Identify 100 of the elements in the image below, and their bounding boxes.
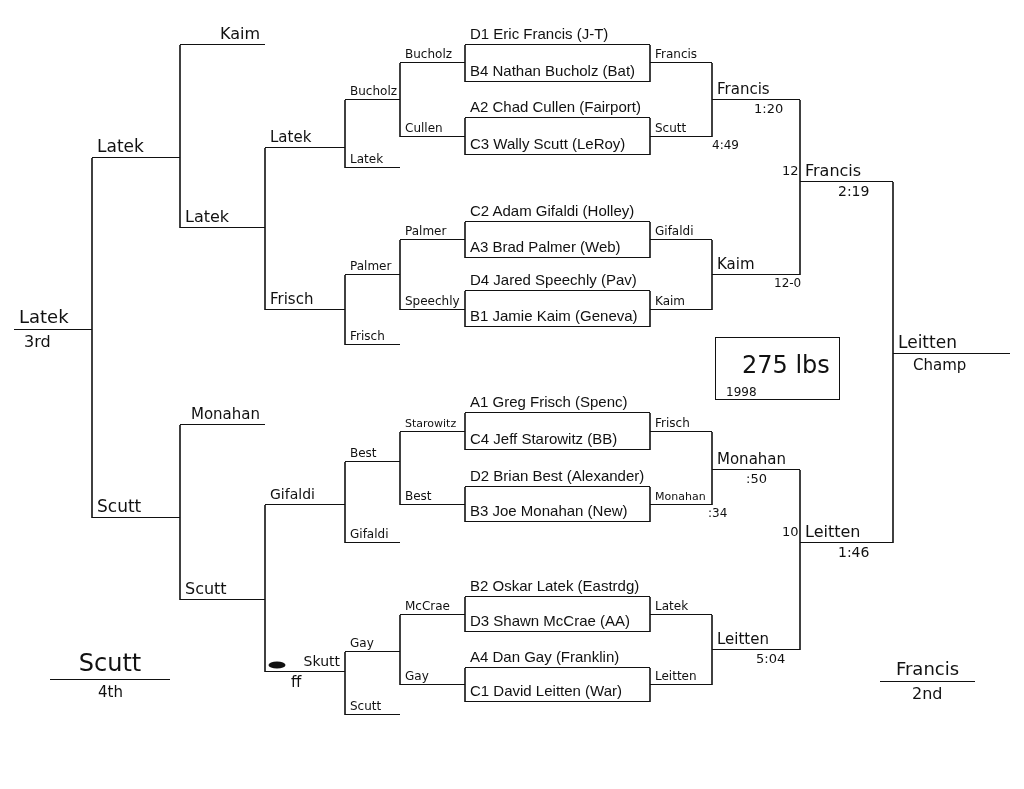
bracket-connector [711, 274, 713, 311]
match-result: 12-0 [774, 277, 802, 291]
winner-name: Kaim [218, 23, 261, 44]
winner-name: Scutt [349, 698, 383, 714]
bracket-connector [649, 684, 651, 703]
bracket-connector [399, 461, 401, 506]
winner-name: Palmer [349, 258, 393, 274]
wrestler-entry: D3 Shawn McCrae (AA) [469, 612, 632, 631]
bracket-line [400, 45, 465, 63]
bracket-line [345, 150, 400, 168]
winner-name: Francis [716, 80, 771, 99]
winner-name: Monahan [716, 450, 788, 469]
winner-name: Kaim [654, 293, 687, 309]
bracket-connector [179, 424, 181, 519]
bracket-connector [892, 353, 894, 544]
winner-name: Bucholz [349, 83, 398, 99]
match-result: 5:04 [756, 652, 786, 667]
winner-name: Kaim [716, 255, 756, 274]
match-result: 2nd [912, 685, 943, 703]
bracket-connector [649, 62, 651, 83]
match-result: :50 [746, 472, 767, 487]
bracket-line [400, 292, 465, 310]
bracket-line [650, 414, 712, 432]
winner-name: Leitten [897, 331, 958, 353]
wrestler-entry: B2 Oskar Latek (Eastrdg) [469, 577, 641, 596]
bracket-connector [464, 596, 466, 616]
winner-name: Palmer [404, 223, 448, 239]
bracket-connector [344, 309, 346, 346]
winner-name: Latek [349, 151, 385, 167]
winner-name: Scutt [654, 120, 688, 136]
winner-name: Monahan [189, 405, 261, 424]
bracket-connector [179, 44, 181, 159]
bracket-connector [399, 239, 401, 276]
bracket-connector [179, 517, 181, 601]
bracket-connector [464, 239, 466, 259]
match-result: :34 [708, 507, 728, 521]
wrestler-entry: A3 Brad Palmer (Web) [469, 238, 622, 257]
bracket-connector [344, 504, 346, 544]
bracket-connector [344, 651, 346, 673]
bracket-connector [91, 329, 93, 519]
bracket-connector [649, 117, 651, 138]
bracket-connector [711, 239, 713, 276]
bracket-connector [649, 239, 651, 259]
winner-name: McCrae [404, 598, 451, 614]
bracket-connector [344, 671, 346, 716]
winner-name: Leitten [804, 521, 862, 542]
wrestler-entry: C2 Adam Gifaldi (Holley) [469, 202, 636, 221]
weight-class-box [715, 337, 840, 400]
bracket-connector [264, 504, 266, 601]
bracket-connector [711, 469, 713, 506]
winner-name: Bucholz [404, 46, 453, 62]
winner-name: Monahan [654, 489, 707, 504]
bracket-line [345, 257, 400, 275]
bracket-line [650, 292, 712, 310]
winner-name: Gifaldi [349, 526, 390, 542]
bracket-connector [399, 62, 401, 101]
winner-name: Gay [404, 668, 430, 684]
match-result: Champ [913, 357, 967, 374]
bracket-connector [91, 157, 93, 331]
bracket-connector [799, 542, 801, 651]
bracket-line [400, 222, 465, 240]
bracket-connector [464, 667, 466, 686]
wrestler-entry: A2 Chad Cullen (Fairport) [469, 98, 642, 117]
winner-name: Scutt [96, 495, 143, 517]
bracket-connector [649, 486, 651, 506]
bracket-connector [649, 290, 651, 311]
bracket-connector [464, 117, 466, 138]
wrestler-entry: B1 Jamie Kaim (Geneva) [469, 307, 639, 326]
match-result: 12 [782, 164, 799, 179]
bracket-line [345, 82, 400, 100]
match-result: 2:19 [838, 184, 870, 200]
bracket-connector [649, 44, 651, 64]
winner-name: Gay [349, 635, 375, 651]
bracket-connector [464, 136, 466, 156]
bracket-connector [344, 99, 346, 149]
bracket-connector [649, 136, 651, 156]
wrestler-entry: A4 Dan Gay (Franklin) [469, 648, 621, 667]
bracket-connector [649, 309, 651, 328]
winner-name: Latek [654, 598, 690, 614]
match-result: 3rd [24, 333, 51, 351]
weight-class-label: 275 lbs [742, 352, 830, 379]
match-result: 10 [782, 525, 799, 540]
bracket-line [345, 525, 400, 543]
winner-name: Skutt [302, 653, 341, 671]
wrestler-entry: A1 Greg Frisch (Spenc) [469, 393, 629, 412]
bracket-connector [399, 614, 401, 653]
bracket-line [650, 45, 712, 63]
bracket-connector [464, 412, 466, 433]
winner-name: Best [349, 445, 378, 461]
bracket-line [345, 327, 400, 345]
bracket-connector [344, 461, 346, 506]
match-result: ff [291, 674, 302, 691]
bracket-connector [711, 614, 713, 651]
bracket-connector [264, 147, 266, 229]
bracket-connector [179, 157, 181, 229]
bracket-connector [464, 309, 466, 328]
winner-name: Leitten [654, 668, 698, 684]
bracket-line [650, 597, 712, 615]
bracket-connector [464, 431, 466, 451]
bracket-line [650, 222, 712, 240]
